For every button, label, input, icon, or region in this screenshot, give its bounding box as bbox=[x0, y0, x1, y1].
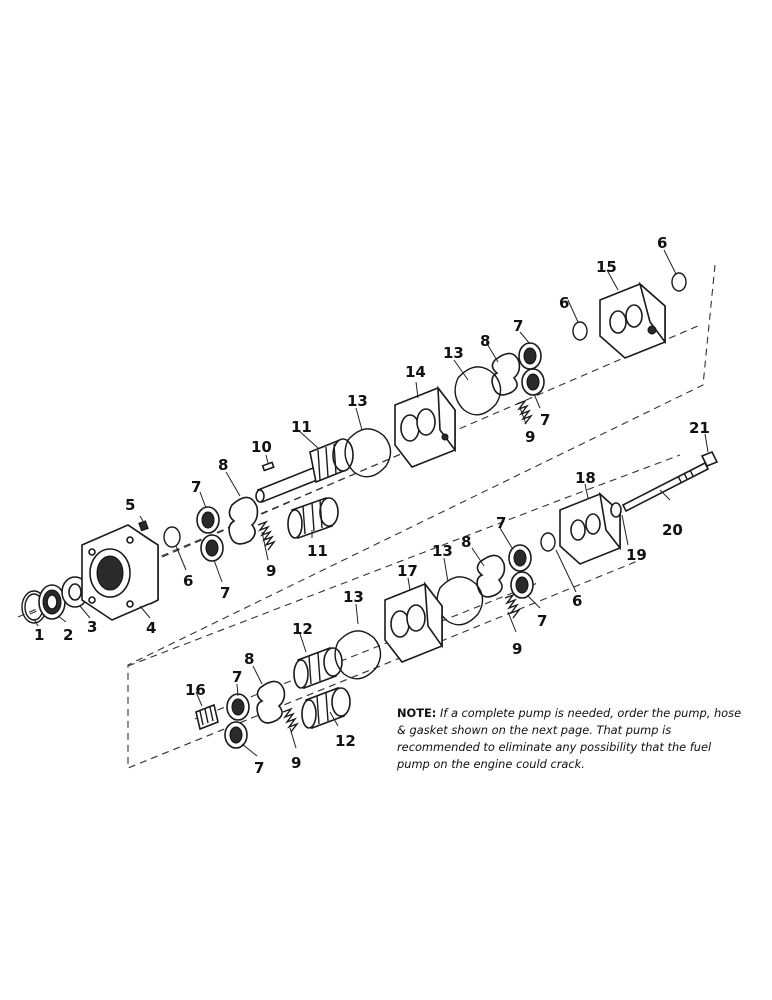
callout-3: 3 bbox=[87, 618, 97, 636]
callout-6: 6 bbox=[572, 592, 582, 610]
callout-21: 21 bbox=[689, 419, 710, 437]
part-fitting bbox=[195, 703, 219, 731]
part-drive-gear bbox=[255, 438, 354, 540]
part-spring bbox=[257, 399, 533, 733]
part-gear-housing-upper bbox=[394, 385, 456, 468]
part-end-cover-lower bbox=[559, 491, 621, 565]
callout-7: 7 bbox=[513, 317, 523, 335]
part-bolt-washer bbox=[610, 502, 622, 518]
callout-18: 18 bbox=[575, 469, 596, 487]
callout-7: 7 bbox=[496, 514, 506, 532]
callout-15: 15 bbox=[596, 258, 617, 276]
callout-12: 12 bbox=[292, 620, 313, 638]
part-seal bbox=[163, 272, 687, 552]
callout-6: 6 bbox=[183, 572, 193, 590]
part-wear-plate bbox=[228, 352, 521, 724]
callout-12: 12 bbox=[335, 732, 356, 750]
callout-6: 6 bbox=[559, 294, 569, 312]
leader-lines bbox=[33, 249, 709, 757]
callout-7: 7 bbox=[254, 759, 264, 777]
callout-8: 8 bbox=[461, 533, 471, 551]
callout-8: 8 bbox=[218, 456, 228, 474]
callout-13: 13 bbox=[343, 588, 364, 606]
part-end-cover-upper bbox=[599, 281, 666, 359]
callout-2: 2 bbox=[63, 626, 73, 644]
part-through-bolt bbox=[621, 461, 710, 513]
callout-7: 7 bbox=[232, 668, 242, 686]
callout-11: 11 bbox=[307, 542, 328, 560]
callout-13: 13 bbox=[432, 542, 453, 560]
callout-10: 10 bbox=[251, 438, 272, 456]
note-heading: NOTE: bbox=[397, 706, 437, 720]
callout-5: 5 bbox=[125, 496, 135, 514]
part-gear-lower bbox=[293, 646, 351, 730]
callout-9: 9 bbox=[266, 562, 276, 580]
callout-14: 14 bbox=[405, 363, 426, 381]
callout-9: 9 bbox=[525, 428, 535, 446]
part-plug bbox=[138, 520, 149, 532]
part-bearing bbox=[38, 584, 66, 620]
callout-6: 6 bbox=[657, 234, 667, 252]
callout-13: 13 bbox=[347, 392, 368, 410]
note-body: If a complete pump is needed, order the … bbox=[397, 706, 742, 771]
callout-labels: 1 2 3 4 5 6 7 7 8 9 10 11 11 13 14 13 8 … bbox=[34, 234, 710, 777]
part-gear-housing-lower bbox=[384, 581, 443, 663]
callout-9: 9 bbox=[512, 640, 522, 658]
callout-13: 13 bbox=[443, 344, 464, 362]
part-mounting-flange bbox=[81, 524, 159, 621]
callout-16: 16 bbox=[185, 681, 206, 699]
callout-19: 19 bbox=[626, 546, 647, 564]
callout-20: 20 bbox=[662, 521, 683, 539]
callout-7: 7 bbox=[537, 612, 547, 630]
callout-7: 7 bbox=[220, 584, 230, 602]
callout-7: 7 bbox=[191, 478, 201, 496]
part-needle-bearing bbox=[196, 342, 545, 749]
part-nut bbox=[700, 450, 719, 468]
part-key bbox=[261, 461, 275, 472]
callout-11: 11 bbox=[291, 418, 312, 436]
note-text-block: NOTE: If a complete pump is needed, orde… bbox=[397, 705, 747, 773]
callout-1: 1 bbox=[34, 626, 44, 644]
callout-7: 7 bbox=[540, 411, 550, 429]
callout-8: 8 bbox=[480, 332, 490, 350]
callout-8: 8 bbox=[244, 650, 254, 668]
callout-17: 17 bbox=[397, 562, 418, 580]
callout-9: 9 bbox=[291, 754, 301, 772]
callout-4: 4 bbox=[146, 619, 156, 637]
